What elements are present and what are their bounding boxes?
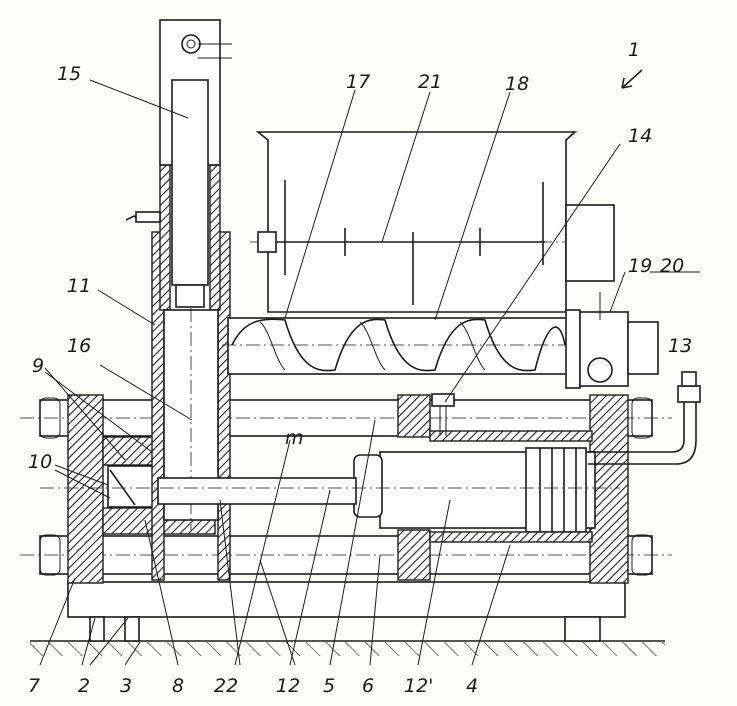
ground-line	[30, 640, 665, 656]
label-12: 12	[276, 675, 300, 697]
label-18: 18	[505, 73, 529, 95]
label-m: m	[285, 427, 304, 449]
tie-rods	[20, 397, 672, 576]
left-end-plate	[67, 394, 104, 584]
label-9: 9	[32, 355, 44, 377]
label-15: 15	[57, 63, 81, 85]
label-10: 10	[28, 451, 52, 473]
main-cylinder	[40, 447, 620, 533]
hopper	[250, 131, 615, 313]
label-13: 13	[668, 335, 692, 357]
label-19: 19	[628, 255, 652, 277]
label-1: 1	[628, 39, 640, 61]
drive-unit	[565, 292, 659, 389]
screw-conveyor	[222, 317, 575, 375]
label-22: 22	[214, 675, 238, 697]
middle-plate	[397, 394, 431, 581]
label-4: 4	[466, 675, 478, 697]
label-5: 5	[323, 675, 335, 697]
label-14: 14	[628, 125, 652, 147]
label-3: 3	[120, 675, 132, 697]
label-11: 11	[67, 275, 91, 297]
reference-numerals: 1 15 17 21 18 14 19 20 11 16 13 9 10 m 7…	[28, 39, 692, 697]
label-16: 16	[67, 335, 91, 357]
cylinder-barrel	[429, 430, 593, 543]
right-end-plate	[589, 394, 629, 584]
label-21: 21	[418, 71, 442, 93]
label-2: 2	[78, 675, 90, 697]
label-20: 20	[660, 255, 684, 277]
label-12-prime: 12'	[404, 675, 433, 697]
base-frame	[67, 581, 626, 642]
leader-lines	[39, 69, 700, 666]
label-7: 7	[28, 675, 40, 697]
label-6: 6	[362, 675, 374, 697]
label-8: 8	[172, 675, 184, 697]
label-17: 17	[346, 71, 370, 93]
